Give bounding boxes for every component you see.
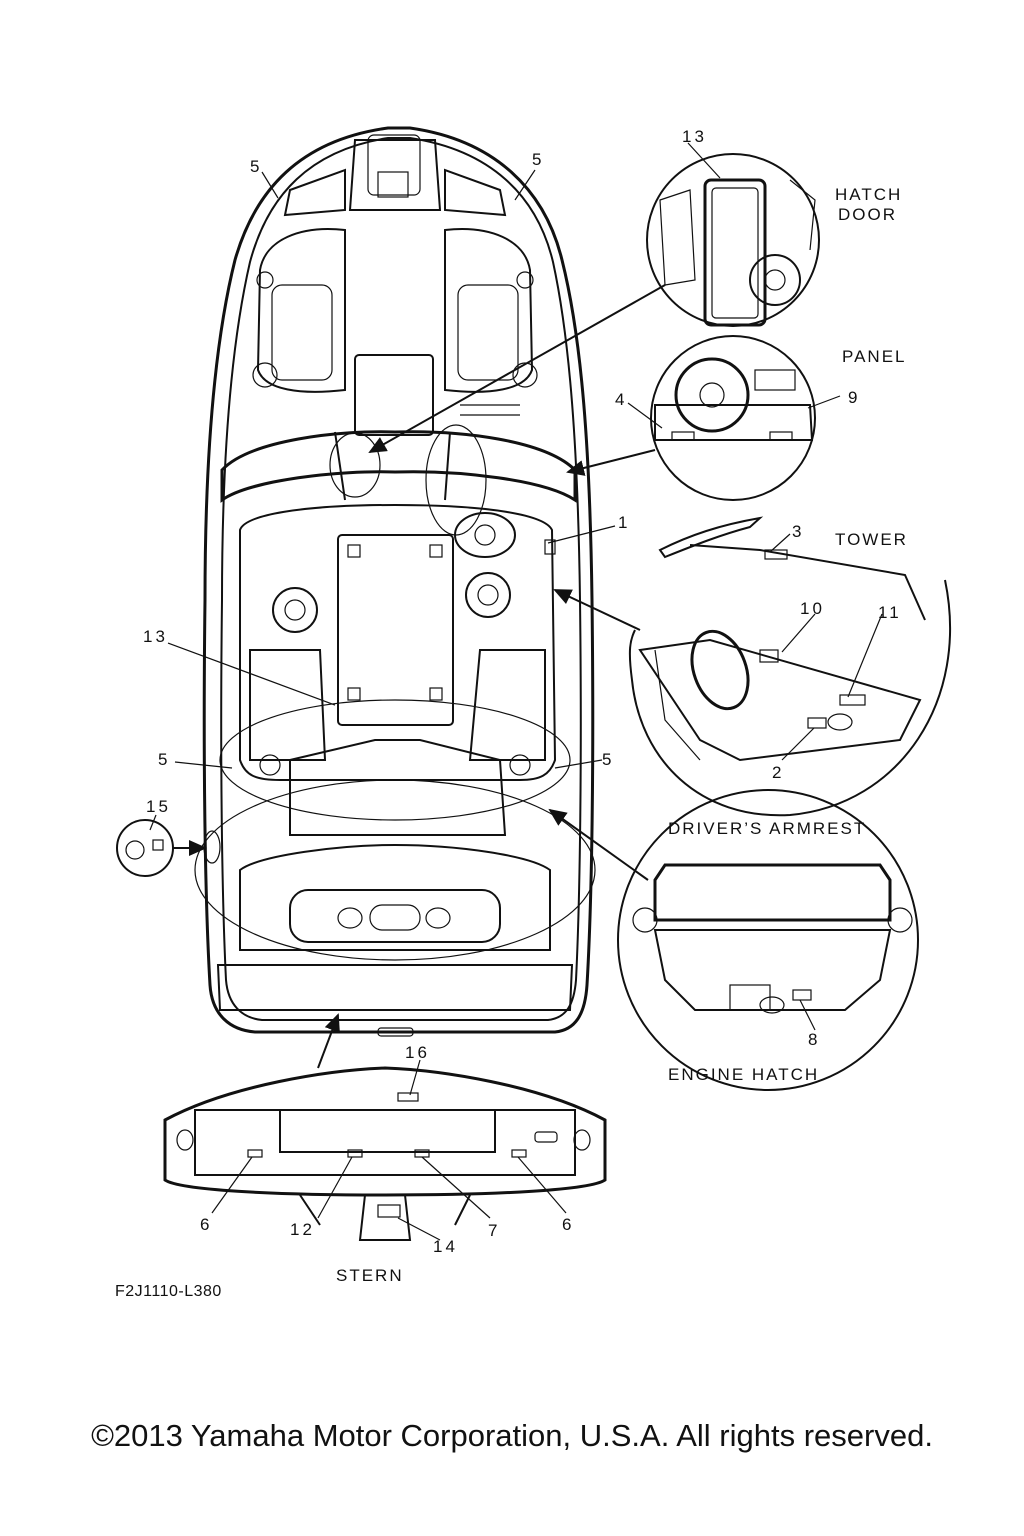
side-label-inset xyxy=(116,819,174,877)
callout-5-aft-left: 5 xyxy=(158,750,170,769)
copyright-notice: ©2013 Yamaha Motor Corporation, U.S.A. A… xyxy=(91,1418,933,1453)
callout-1: 1 xyxy=(618,513,630,532)
engine-hatch-inset xyxy=(617,789,919,1091)
label-hatch: HATCH xyxy=(835,185,902,204)
callout-7: 7 xyxy=(488,1221,500,1240)
drivers-armrest-inset xyxy=(628,579,951,817)
inset-arrows xyxy=(172,284,666,1069)
figure-id: F2J1110-L380 xyxy=(115,1283,222,1300)
callout-4: 4 xyxy=(615,390,627,409)
view-labels: HATCH DOOR PANEL TOWER DRIVER’S ARMREST … xyxy=(336,185,908,1285)
callout-5-bow-left: 5 xyxy=(250,157,262,176)
callout-5-bow-right: 5 xyxy=(532,150,544,169)
callout-2: 2 xyxy=(772,763,784,782)
panel-inset xyxy=(650,335,816,501)
label-drivers-armrest: DRIVER’S ARMREST xyxy=(668,819,866,838)
tower-inset xyxy=(658,516,926,621)
callout-5-aft-right: 5 xyxy=(602,750,614,769)
callout-8: 8 xyxy=(808,1030,820,1049)
callout-16: 16 xyxy=(405,1043,430,1062)
label-engine-hatch: ENGINE HATCH xyxy=(668,1065,819,1084)
callout-13-hatch: 13 xyxy=(682,127,707,146)
label-door: DOOR xyxy=(838,205,897,224)
hatch-door-inset xyxy=(646,153,820,327)
stern-view xyxy=(163,1066,607,1241)
label-panel: PANEL xyxy=(842,347,907,366)
callout-14: 14 xyxy=(433,1237,458,1256)
callout-6-right: 6 xyxy=(562,1215,574,1234)
callout-3: 3 xyxy=(792,522,804,541)
callout-numbers: 1 2 3 4 5 5 5 5 6 6 7 8 9 10 11 12 13 13… xyxy=(143,127,902,1256)
callout-13-hull: 13 xyxy=(143,627,168,646)
callout-11: 11 xyxy=(878,603,902,622)
callout-10: 10 xyxy=(800,599,825,618)
label-stern: STERN xyxy=(336,1266,404,1285)
callout-6-left: 6 xyxy=(200,1215,212,1234)
leader-lines xyxy=(149,142,883,1241)
callout-15: 15 xyxy=(146,797,171,816)
callout-12: 12 xyxy=(290,1220,315,1239)
hull-top-view xyxy=(194,126,596,1037)
callout-9: 9 xyxy=(848,388,860,407)
label-tower: TOWER xyxy=(835,530,908,549)
